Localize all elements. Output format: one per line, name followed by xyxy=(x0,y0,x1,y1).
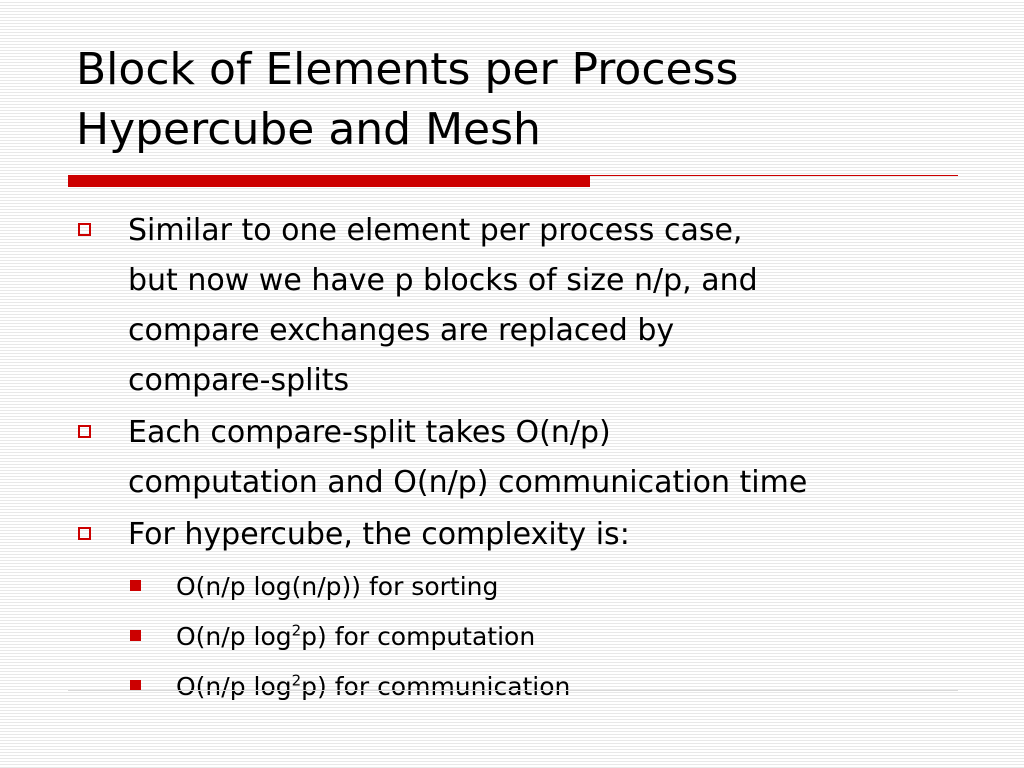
bullet-item: Each compare-split takes O(n/p) computat… xyxy=(76,408,956,508)
sub-bullet-item: O(n/p log2p) for communication xyxy=(76,662,956,712)
bullet-item: For hypercube, the complexity is: xyxy=(76,510,956,560)
filled-square-bullet-icon xyxy=(130,680,141,691)
hollow-square-bullet-icon xyxy=(78,527,91,540)
bullet-text: Each compare-split takes O(n/p) computat… xyxy=(128,415,808,500)
sub-bullet-text: O(n/p log(n/p)) for sorting xyxy=(176,572,499,601)
filled-square-bullet-icon xyxy=(130,580,141,591)
hollow-square-bullet-icon xyxy=(78,223,91,236)
title-line-2: Hypercube and Mesh xyxy=(76,104,541,155)
hollow-square-bullet-icon xyxy=(78,425,91,438)
slide-title: Block of Elements per Process Hypercube … xyxy=(76,40,976,160)
title-underline-thick xyxy=(68,175,590,187)
bullet-text: For hypercube, the complexity is: xyxy=(128,517,630,552)
bullet-list: Similar to one element per process case,… xyxy=(76,206,956,712)
bullet-text: Similar to one element per process case,… xyxy=(128,213,758,398)
sub-bullet-item: O(n/p log(n/p)) for sorting xyxy=(76,562,956,612)
sub-bullet-item: O(n/p log2p) for computation xyxy=(76,612,956,662)
filled-square-bullet-icon xyxy=(130,630,141,641)
sub-bullet-text: O(n/p log2p) for communication xyxy=(176,671,571,701)
sub-bullet-text: O(n/p log2p) for computation xyxy=(176,621,536,651)
bullet-item: Similar to one element per process case,… xyxy=(76,206,956,406)
title-underline-thin xyxy=(590,175,958,176)
footer-divider xyxy=(68,690,958,691)
title-line-1: Block of Elements per Process xyxy=(76,44,739,95)
